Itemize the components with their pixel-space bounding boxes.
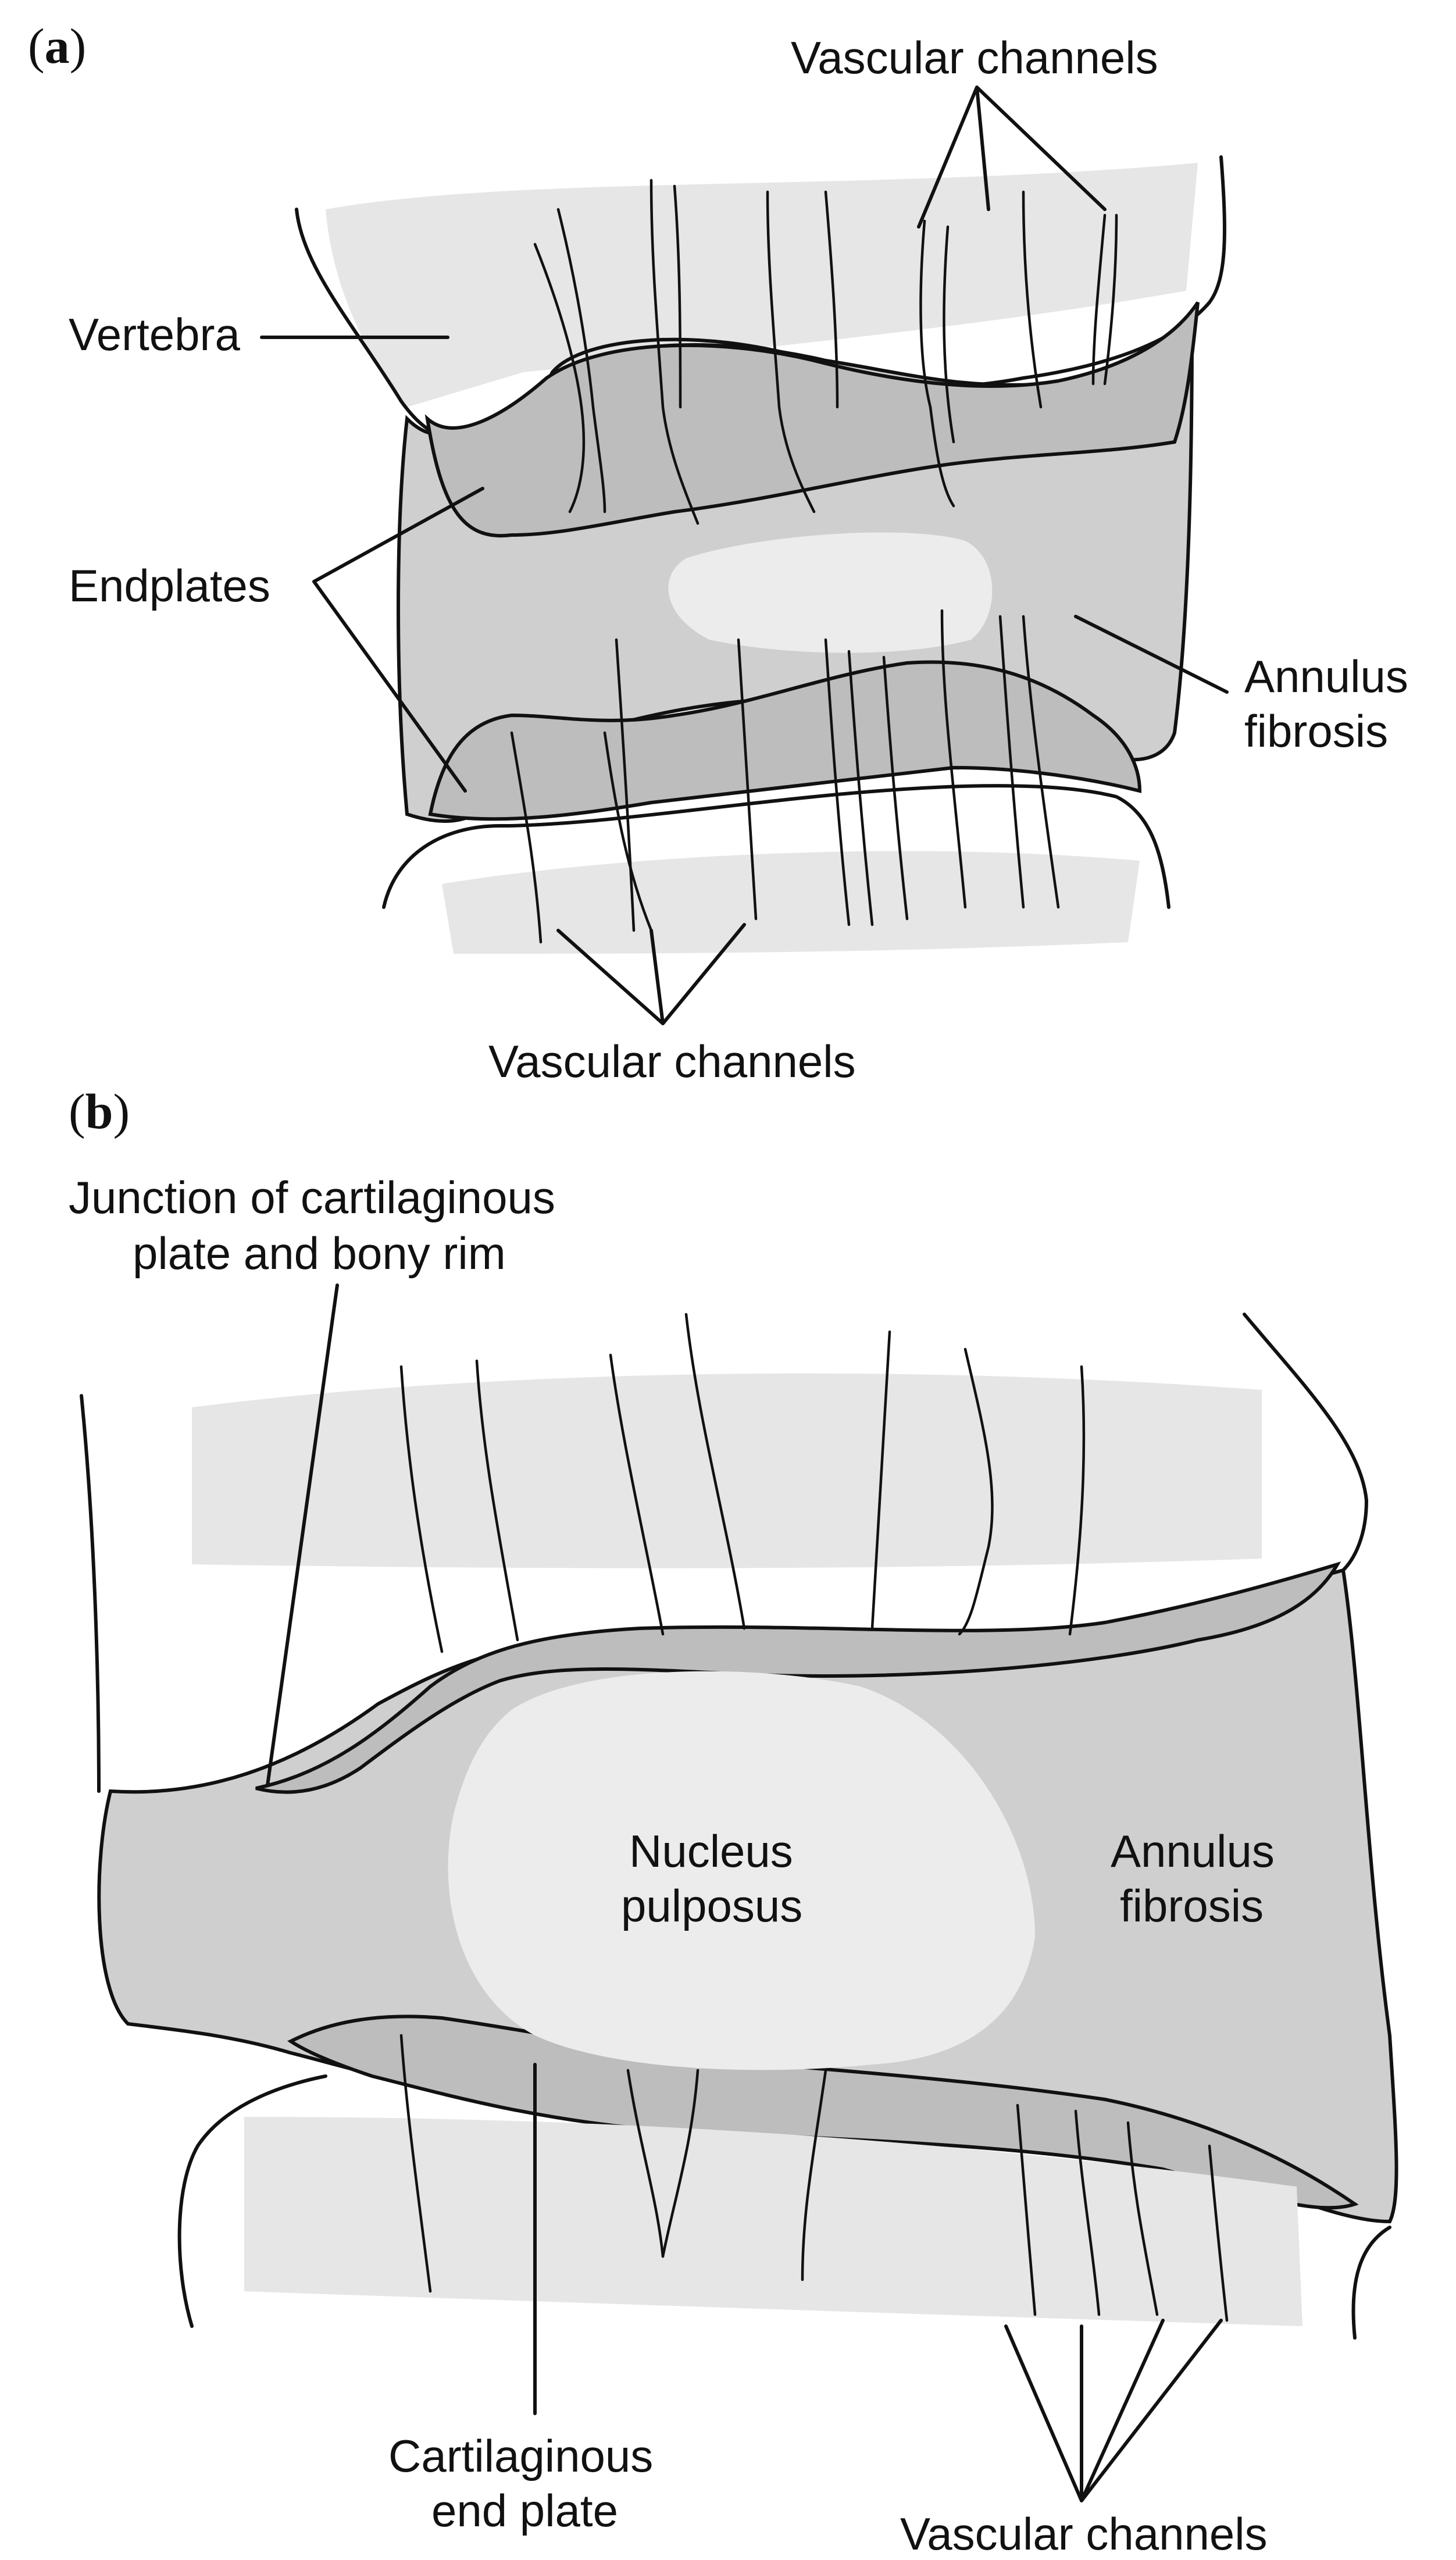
upper-vertebra-bone-b [192, 1373, 1262, 1568]
lower-vertebra-outline-b [177, 2074, 1391, 2340]
vascular-channels-leaders-top-a [917, 85, 1107, 229]
vascular-channels-leaders-b [1004, 2319, 1223, 2502]
upper-endplate-a [424, 301, 1200, 538]
panel-b: (b) [69, 1083, 1398, 2559]
nucleus-a [668, 532, 993, 653]
junction-label-line1-b: Junction of cartilaginous [69, 1172, 555, 1223]
lower-vertebra-bone-b [244, 2117, 1302, 2326]
panel-a: (a) [28, 18, 1408, 1087]
panel-a-label: (a) [28, 18, 86, 74]
vascular-channels-label-bottom-a: Vascular channels [488, 1036, 856, 1087]
annulus-leader-a [1074, 615, 1229, 694]
upper-vertebra-bone-a [326, 163, 1198, 407]
junction-label-line2-b: plate and bony rim [133, 1228, 506, 1279]
endplates-leaders-a [312, 487, 484, 793]
nucleus-b [448, 1671, 1035, 2070]
vascular-channels-bottom-b [399, 2034, 1229, 2322]
vascular-channels-label-top-a: Vascular channels [791, 32, 1158, 83]
lower-endplate-a [428, 660, 1142, 821]
nucleus-label-line1-b: Nucleus [629, 1825, 793, 1877]
cartilaginous-label-line1-b: Cartilaginous [388, 2430, 653, 2481]
upper-cartilaginous-plate-b [255, 1561, 1341, 1794]
annulus-label-line1-a: Annulus [1244, 651, 1408, 702]
lower-vertebra-outline-a [382, 784, 1170, 909]
vertebra-label-a: Vertebra [69, 309, 240, 360]
lower-vertebra-bone-a [442, 851, 1140, 954]
vascular-channels-label-b: Vascular channels [900, 2508, 1268, 2559]
panel-b-label: (b) [69, 1083, 130, 1139]
endplates-label-a: Endplates [69, 560, 270, 611]
vascular-channels-bottom-a [510, 609, 1060, 944]
vascular-channels-top-a [533, 179, 1118, 525]
nucleus-label-line2-b: pulposus [621, 1880, 802, 1931]
vascular-channels-top-b [399, 1313, 1086, 1653]
upper-vertebra-outline-b [80, 1313, 1368, 1793]
vascular-channels-leaders-bottom-a [556, 923, 746, 1025]
cartilaginous-label-line2-b: end plate [431, 2485, 618, 2536]
junction-leader-b [266, 1283, 339, 1787]
annulus-label-line2-a: fibrosis [1244, 705, 1388, 757]
annulus-label-line2-b: fibrosis [1120, 1880, 1264, 1931]
annulus-label-line1-b: Annulus [1111, 1825, 1275, 1877]
